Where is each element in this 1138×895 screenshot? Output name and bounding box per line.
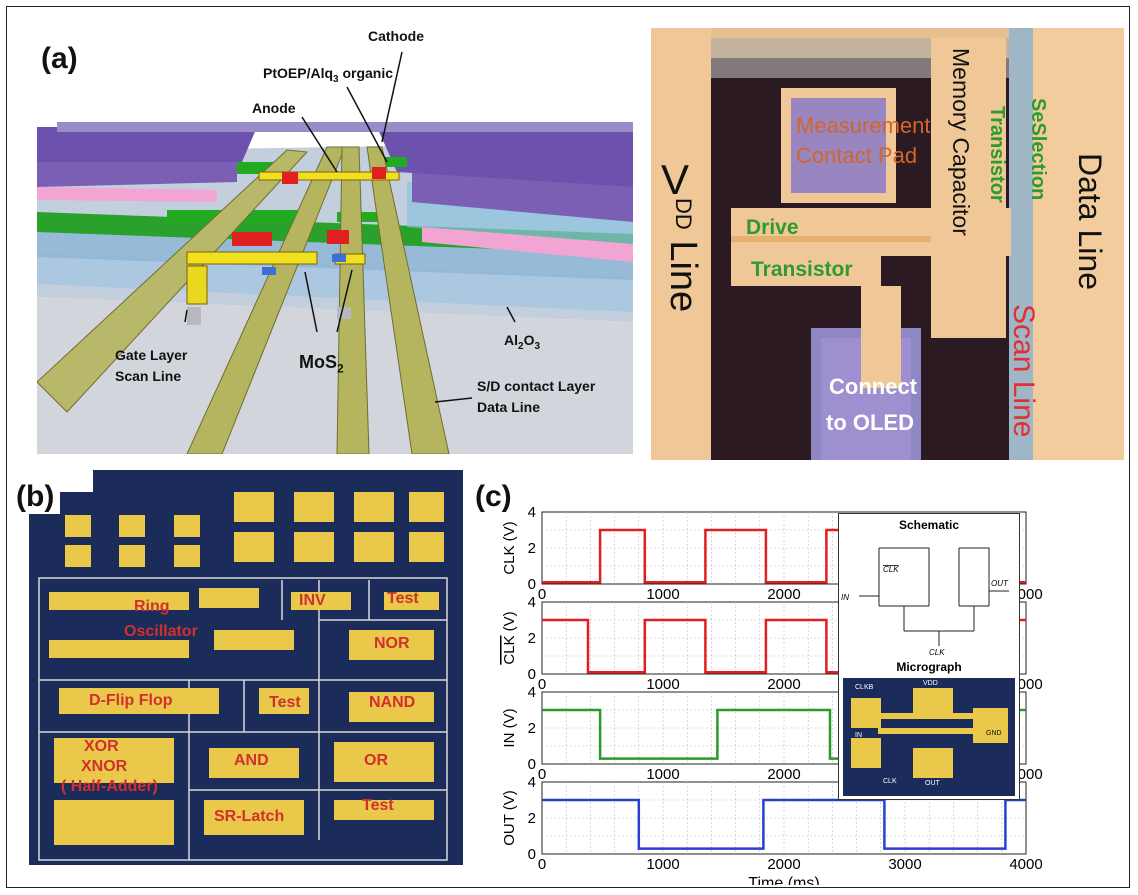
x-tick-label: 2000 xyxy=(767,586,800,603)
x-tick-label: 2000 xyxy=(767,766,800,783)
y-tick-label: 4 xyxy=(528,504,536,521)
test-label-2: Test xyxy=(269,694,301,712)
red-contact xyxy=(232,232,272,246)
xnor-label: XNOR xyxy=(81,758,127,776)
anode-label: Anode xyxy=(252,100,296,116)
data-line-label: Data Line xyxy=(1071,153,1108,290)
selection-label: SeSlection xyxy=(1026,98,1049,200)
panel-a-letter: (a) xyxy=(41,42,78,76)
contact-pad-label: Contact Pad xyxy=(796,143,917,169)
x-tick-label: 2000 xyxy=(767,856,800,873)
schematic-drawing: IN CLK OUT CLK xyxy=(839,536,1019,656)
y-tick-label: 2 xyxy=(528,720,536,737)
panel-b-letter: (b) xyxy=(10,480,60,514)
connect-label: Connect xyxy=(829,374,917,400)
selection-transistor-label: Transistor xyxy=(985,106,1008,203)
x-tick-label: 0 xyxy=(538,766,546,783)
drive-label: Drive xyxy=(746,216,799,240)
x-tick-label: 3000 xyxy=(888,856,921,873)
chip-micrograph: Ring Oscillator INV Test NOR D-Flip Flop… xyxy=(29,470,463,865)
sd-contact-label: S/D contact Layer xyxy=(477,378,595,394)
data-line-label: Data Line xyxy=(477,399,540,415)
inset-clk-label: CLK xyxy=(883,778,897,785)
y-axis-label: CLK (V) xyxy=(501,521,518,574)
circuit-inset: Schematic IN CLK OUT CLK Micrograph CLKB… xyxy=(838,513,1020,800)
or-label: OR xyxy=(364,752,388,770)
inset-micrograph: CLKB VDD GND IN CLK OUT xyxy=(843,678,1015,796)
and-label: AND xyxy=(234,752,269,770)
nand-label: NAND xyxy=(369,694,415,712)
scan-line-label: Scan Line xyxy=(115,368,181,384)
mos2-label: MoS2 xyxy=(299,352,344,376)
x-tick-label: 1000 xyxy=(646,586,679,603)
vdd-label-v: V xyxy=(661,156,689,204)
x-tick-label: 1000 xyxy=(646,676,679,693)
mos2-flake xyxy=(332,254,346,262)
sch-in-label: IN xyxy=(841,593,849,602)
al2o3-label: Al2O3 xyxy=(504,332,540,352)
scan-line-label: Scan Line xyxy=(1006,304,1040,437)
x-tick-label: 4000 xyxy=(1009,856,1042,873)
nor-label: NOR xyxy=(374,635,410,653)
y-tick-label: 4 xyxy=(528,594,536,611)
x-tick-label: 1000 xyxy=(646,856,679,873)
panel-a: (a) Cathode PtOEP/Alq3 organic Anode Gat… xyxy=(37,22,633,454)
transistor-label: Transistor xyxy=(751,258,853,282)
x-tick-label: 0 xyxy=(538,676,546,693)
y-tick-label: 2 xyxy=(528,540,536,557)
vdd-label-line: DD Line xyxy=(661,198,704,312)
test-label-3: Test xyxy=(362,797,394,815)
to-oled-label: to OLED xyxy=(826,410,914,436)
inset-out-label: OUT xyxy=(925,780,940,787)
y-tick-label: 0 xyxy=(528,846,536,863)
schematic-title: Schematic xyxy=(839,518,1019,532)
sr-latch-label: SR-Latch xyxy=(214,808,284,826)
y-tick-label: 0 xyxy=(528,576,536,593)
y-tick-label: 2 xyxy=(528,810,536,827)
y-tick-label: 0 xyxy=(528,666,536,683)
gate-layer-label: Gate Layer xyxy=(115,347,187,363)
inset-gnd-label: GND xyxy=(986,730,1002,737)
y-axis-label: IN (V) xyxy=(501,708,518,747)
sch-clk-label: CLK xyxy=(929,648,945,656)
inset-in-label: IN xyxy=(855,732,862,739)
xor-label: XOR xyxy=(84,738,119,756)
y-axis-label: CLK (V) xyxy=(501,611,518,664)
dff-label: D-Flip Flop xyxy=(89,692,173,710)
test-label-1: Test xyxy=(387,590,419,608)
x-tick-label: 1000 xyxy=(646,766,679,783)
organic-label: PtOEP/Alq3 organic xyxy=(263,65,393,85)
sch-out-label: OUT xyxy=(991,579,1009,588)
y-tick-label: 4 xyxy=(528,684,536,701)
y-tick-label: 4 xyxy=(528,774,536,791)
inset-clkb-label: CLKB xyxy=(855,684,873,691)
sch-clkbar-label: CLK xyxy=(883,565,899,574)
x-axis-label: Time (ms) xyxy=(748,875,819,885)
y-tick-label: 2 xyxy=(528,630,536,647)
x-tick-label: 0 xyxy=(538,856,546,873)
oscillator-label: Oscillator xyxy=(124,623,198,641)
half-adder-label: ( Half-Adder) xyxy=(61,778,158,796)
inset-vdd-label: VDD xyxy=(923,680,938,687)
y-tick-label: 0 xyxy=(528,756,536,773)
cathode-label: Cathode xyxy=(368,28,424,44)
pixel-micrograph: V DD Line Measurement Contact Pad Drive … xyxy=(651,28,1124,460)
y-axis-label: OUT (V) xyxy=(501,790,518,846)
x-tick-label: 2000 xyxy=(767,676,800,693)
x-tick-label: 0 xyxy=(538,586,546,603)
ring-label: Ring xyxy=(134,598,170,616)
memory-capacitor-label: Memory Capacitor xyxy=(947,48,974,236)
measurement-label: Measurement xyxy=(796,113,931,139)
inv-label: INV xyxy=(299,592,326,610)
micrograph-title: Micrograph xyxy=(839,660,1019,674)
